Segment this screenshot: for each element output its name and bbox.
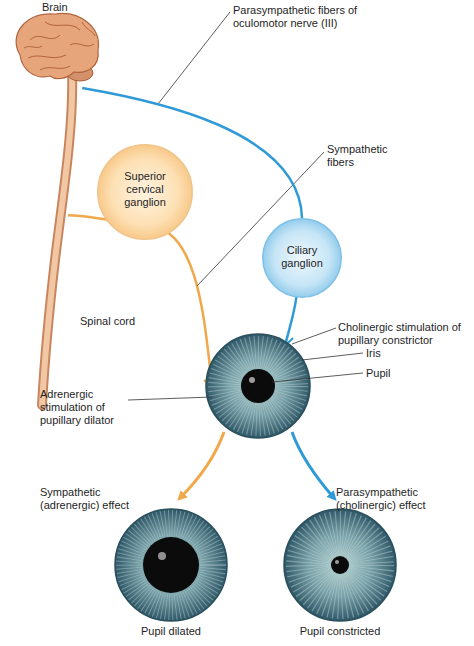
eye-illustration — [206, 334, 310, 438]
callout-label: Sympathetic (adrenergic) effect — [40, 486, 152, 512]
brain-gyri — [24, 22, 95, 70]
effect-arrow — [180, 432, 224, 498]
iris-streaks — [308, 533, 372, 597]
cerebrum — [16, 13, 98, 78]
leader-line — [158, 12, 230, 104]
brain-illustration — [16, 13, 98, 81]
eye-highlight — [249, 377, 255, 383]
callout-label: Sympathetic fibers — [327, 143, 402, 169]
ganglion-shape — [98, 145, 193, 240]
spinal-cord-node: Spinal cord — [34, 82, 68, 407]
callout-label: Adrenergic stimulation of pupillary dila… — [40, 388, 132, 427]
pupil — [241, 369, 275, 403]
node-label: Brain — [42, 1, 68, 14]
ganglion-circle: Superior cervical ganglion — [97, 144, 193, 240]
eye-node: Pupil constricted — [284, 509, 396, 621]
eye-highlight — [335, 560, 339, 564]
node-label: Superior cervical ganglion — [113, 170, 177, 209]
effect-arrow — [292, 432, 334, 498]
ganglion-circle: Ciliary ganglion — [262, 218, 342, 298]
spinal-cord — [42, 70, 72, 405]
leader-line — [292, 328, 336, 344]
callout-label: Parasympathetic fibers of oculomotor ner… — [233, 4, 368, 30]
callout-label: Parasympathetic (cholinergic) effect — [336, 486, 472, 512]
eye-node: Pupil dilated — [115, 509, 227, 621]
callout-label: Iris — [366, 347, 381, 360]
leader-line — [272, 373, 363, 382]
brain-node: Brain — [10, 0, 105, 88]
iris — [115, 509, 227, 621]
iris-streaks — [129, 523, 213, 607]
pupil — [143, 537, 199, 593]
eye-highlight — [158, 552, 166, 560]
iris — [284, 509, 396, 621]
node-label: Spinal cord — [80, 315, 135, 328]
spinal-cord-fill — [42, 70, 72, 405]
leader-line — [302, 353, 363, 360]
nerve-fiber — [82, 88, 302, 218]
iris-streaks — [224, 352, 292, 420]
node-label: Pupil constricted — [244, 625, 436, 638]
node-label: Pupil dilated — [75, 625, 267, 638]
nerve-fiber — [68, 215, 106, 219]
ganglion-shape — [263, 219, 342, 298]
leader-line — [128, 397, 212, 400]
callout-label: Cholinergic stimulation of pupillary con… — [338, 321, 470, 347]
eye-illustration — [115, 509, 227, 621]
sympathetic-fiber — [150, 226, 212, 384]
callout-label: Pupil — [366, 367, 390, 380]
iris — [206, 334, 310, 438]
pupil — [331, 556, 349, 574]
eye-illustration — [284, 509, 396, 621]
node-label: Ciliary ganglion — [270, 244, 334, 270]
